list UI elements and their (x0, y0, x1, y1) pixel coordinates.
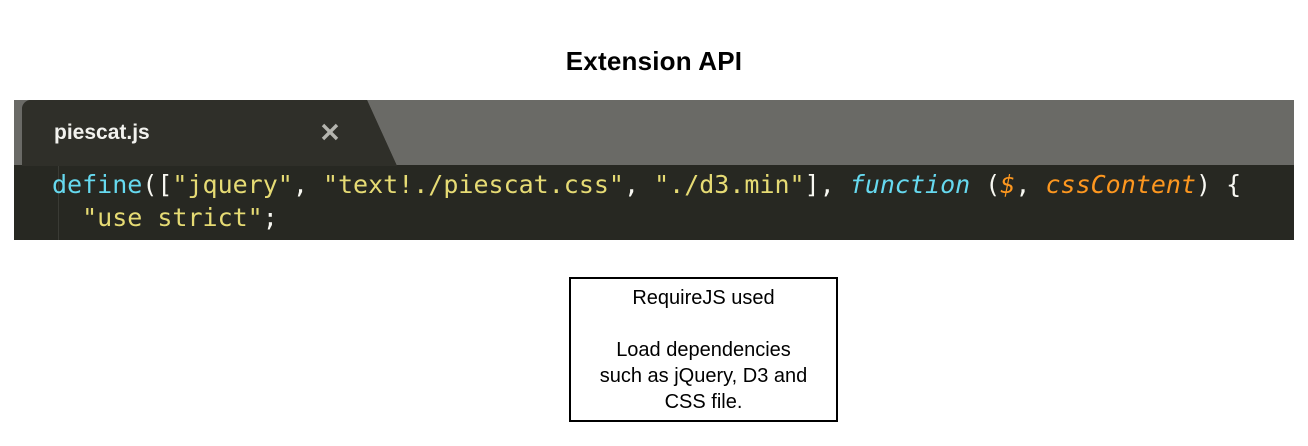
code-token-semicolon: ; (262, 203, 278, 232)
callout-body-line-3: CSS file. (664, 391, 743, 413)
code-token-paren-open: ( (970, 170, 1001, 199)
tab-filename-label: piescat.js (54, 121, 150, 144)
code-line-1: define(["jquery", "text!./piescat.css", … (52, 168, 1241, 201)
code-token-comma-1: , (292, 170, 323, 199)
callout-heading: RequireJS used (632, 287, 775, 309)
close-icon[interactable] (318, 120, 342, 144)
code-token-param-dollar: $ (1000, 170, 1016, 199)
code-token-param-comma: , (1015, 170, 1046, 199)
callout-body-line-2: such as jQuery, D3 and (599, 365, 808, 387)
code-token-comma-2: , (623, 170, 655, 199)
indent-guide (58, 166, 59, 240)
code-token-param-csscontent: cssContent (1045, 170, 1196, 199)
code-token-brace-open: { (1226, 170, 1242, 199)
code-token-open-bracket: ([ (142, 170, 173, 199)
editor-tab-piescat-js[interactable]: piescat.js (22, 100, 397, 166)
page-title: Extension API (565, 46, 743, 76)
code-token-dep-jquery: "jquery" (172, 170, 293, 199)
code-token-function: function (849, 170, 971, 199)
code-token-dep-d3: "./d3.min" (654, 170, 805, 199)
callout-box: RequireJS used Load dependencies such as… (569, 277, 838, 422)
callout-body-line-1: Load dependencies (616, 339, 791, 361)
code-token-use-strict: "use strict" (82, 203, 263, 232)
code-line-2: "use strict"; (52, 201, 1241, 234)
code-content[interactable]: define(["jquery", "text!./piescat.css", … (52, 168, 1241, 234)
code-token-indent (52, 203, 82, 232)
code-token-define: define (52, 170, 143, 199)
code-token-dep-css: "text!./piescat.css" (322, 170, 624, 199)
tab-background (22, 100, 397, 166)
code-token-paren-close: ) (1195, 170, 1227, 199)
editor-code-area (14, 165, 1294, 240)
code-token-close-bracket: ], (804, 170, 850, 199)
code-editor-window: piescat.js define(["jquery", "text!./pie… (14, 100, 1294, 240)
